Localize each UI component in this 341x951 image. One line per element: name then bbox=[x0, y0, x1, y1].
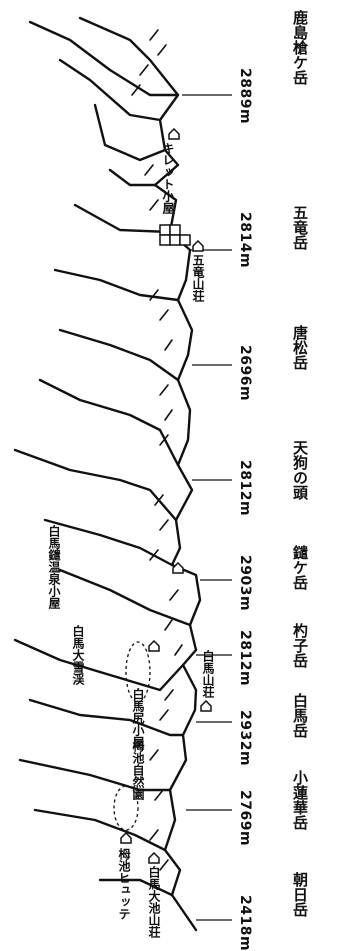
hut-icon bbox=[172, 562, 184, 574]
peak-name: 五竜岳 bbox=[291, 205, 309, 250]
peak-elevation: 2812m bbox=[237, 460, 253, 517]
peak-elevation: 2769m bbox=[237, 790, 253, 847]
peak-elevation: 2418m bbox=[237, 895, 253, 951]
hut-icon bbox=[120, 832, 132, 844]
peak-elevation: 2814m bbox=[237, 212, 253, 269]
peak-elevation: 2903m bbox=[237, 555, 253, 612]
hut-label: 白馬山荘 bbox=[201, 650, 215, 698]
peak-name: 鑓ケ岳 bbox=[291, 545, 309, 590]
area-label: 白馬大雪渓 bbox=[71, 625, 85, 685]
peak-name: 白馬岳 bbox=[291, 693, 309, 738]
peak-name: 小蓮華岳 bbox=[291, 770, 309, 830]
peak-elevation: 2932m bbox=[237, 710, 253, 767]
hut-label: 五竜山荘 bbox=[191, 254, 205, 302]
hut-icon bbox=[200, 700, 212, 712]
snow-valley-outline bbox=[125, 641, 151, 703]
peak-name: 朝日岳 bbox=[291, 872, 309, 917]
peak-name: 天狗の頭 bbox=[291, 440, 309, 500]
hut-icon bbox=[148, 640, 160, 652]
hut-label: 白馬鑓温泉小屋 bbox=[47, 525, 61, 609]
hut-icon bbox=[192, 240, 204, 252]
hut-label: キレット小屋 bbox=[161, 142, 175, 214]
hut-icon bbox=[148, 852, 160, 864]
main-ridge-line bbox=[78, 16, 202, 932]
kiretto-grid-symbol bbox=[159, 224, 191, 246]
peak-name: 鹿島槍ケ岳 bbox=[291, 10, 309, 85]
hut-label: 白馬大池山荘 bbox=[147, 866, 161, 938]
hut-label: 栂池ヒュッテ bbox=[117, 848, 131, 920]
hut-icon bbox=[168, 128, 180, 140]
peak-elevation: 2812m bbox=[237, 630, 253, 687]
peak-elevation: 2889m bbox=[237, 68, 253, 125]
peak-elevation: 2696m bbox=[237, 345, 253, 402]
nature-park-outline bbox=[113, 785, 139, 831]
hut-label: 白馬尻小屋 bbox=[131, 688, 145, 748]
peak-name: 唐松岳 bbox=[291, 325, 309, 370]
peak-name: 杓子岳 bbox=[291, 623, 309, 668]
area-label: 栂池自然園 bbox=[131, 740, 145, 800]
